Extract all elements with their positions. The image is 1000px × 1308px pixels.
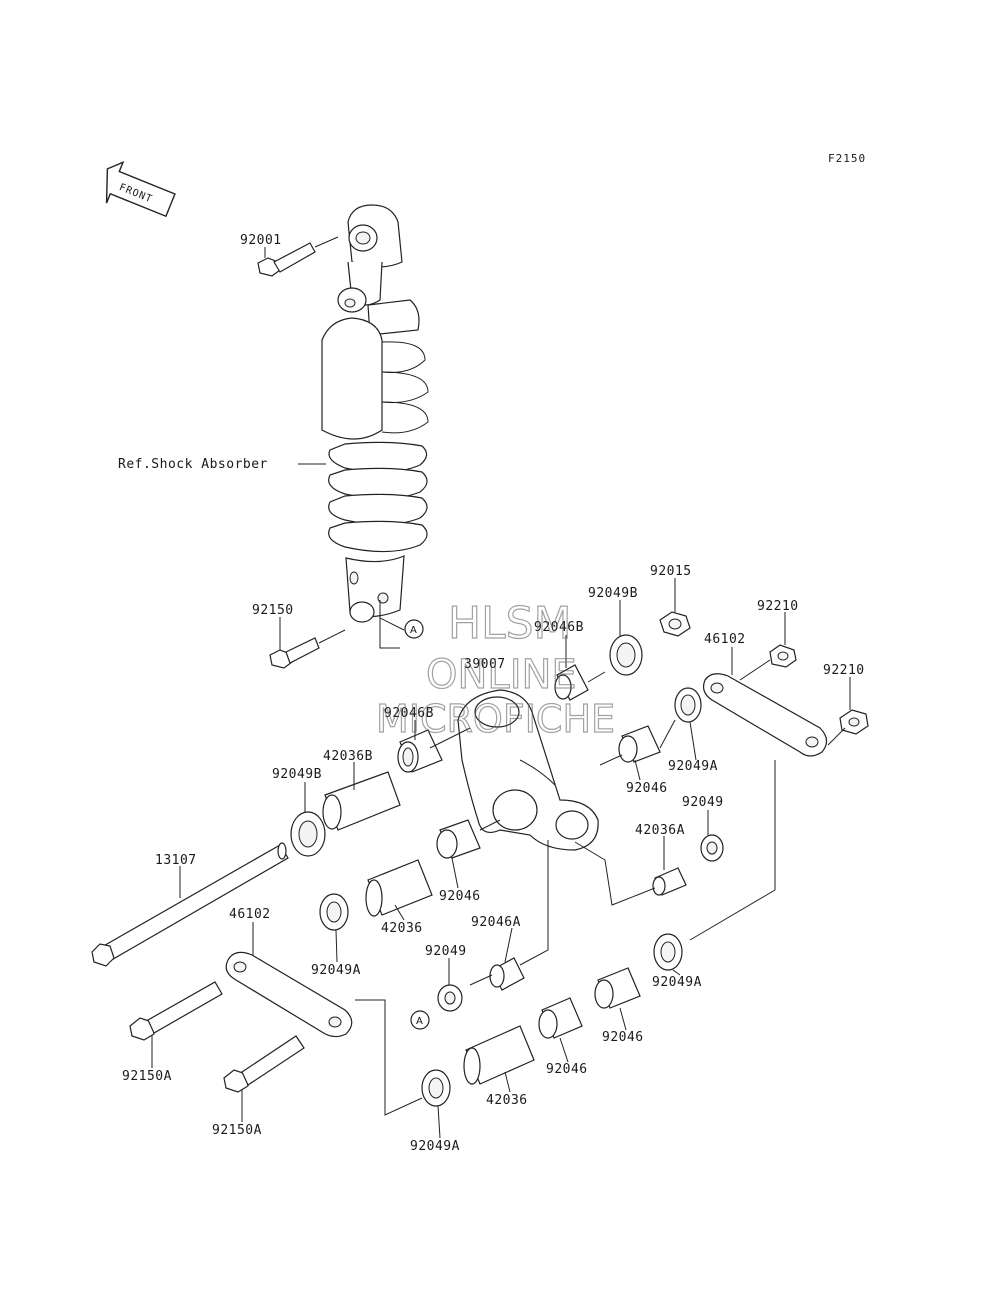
part-label-92049A-bottom: 92049A <box>410 1139 460 1154</box>
reference-label: Ref.Shock Absorber <box>118 457 268 472</box>
part-label-13107: 13107 <box>155 853 197 868</box>
watermark-line1: HLSM <box>448 598 572 649</box>
part-label-92046-low2: 92046 <box>546 1062 588 1077</box>
rocker-arm-39007 <box>457 689 599 851</box>
part-label-92210-b: 92210 <box>823 663 865 678</box>
bearing-92046-low1 <box>594 967 641 1009</box>
nut-92015 <box>659 611 691 637</box>
bolt-92150 <box>269 629 346 669</box>
part-label-39007: 39007 <box>464 657 506 672</box>
part-label-92001: 92001 <box>240 233 282 248</box>
part-label-46102-left: 46102 <box>229 907 271 922</box>
part-label-92046-mid: 92046 <box>439 889 481 904</box>
label-leaders <box>151 247 851 1139</box>
reference-marker-a-bottom: A <box>416 1016 423 1027</box>
part-label-92150A-2: 92150A <box>212 1123 262 1138</box>
part-label-92046-right: 92046 <box>626 781 668 796</box>
bearing-92046-low2 <box>538 997 583 1039</box>
watermark-line2: ONLINE <box>426 652 577 698</box>
nut-92210-b <box>839 709 869 735</box>
part-label-42036B: 42036B <box>323 749 373 764</box>
bearing-92046B-left <box>397 729 443 773</box>
bearing-92046B-top <box>554 664 589 701</box>
bolt-92150A-2 <box>223 1035 305 1093</box>
collar-92049A-left <box>319 893 349 931</box>
part-label-92049B-left: 92049B <box>272 767 322 782</box>
collar-92049B-left <box>290 811 326 857</box>
part-label-46102-right: 46102 <box>704 632 746 647</box>
collar-92049B-top <box>609 634 643 676</box>
reference-marker-a-top: A <box>410 625 417 636</box>
part-label-92049B-top: 92049B <box>588 586 638 601</box>
bearing-92046-right <box>618 725 661 763</box>
part-label-92049A-left: 92049A <box>311 963 361 978</box>
collar-92049A-right <box>674 687 702 723</box>
tie-rod-46102-left <box>225 951 353 1038</box>
tie-rod-46102-right <box>702 673 828 757</box>
part-label-42036-low: 42036 <box>486 1093 528 1108</box>
part-label-92150: 92150 <box>252 603 294 618</box>
part-label-92210-a: 92210 <box>757 599 799 614</box>
part-label-92046B-top: 92046B <box>534 620 584 635</box>
bolt-92001 <box>257 236 339 277</box>
part-label-92049A-lowright: 92049A <box>652 975 702 990</box>
watermark-line3: MICROFICHE <box>376 697 615 741</box>
part-label-92049-mid: 92049 <box>425 944 467 959</box>
bolt-92150A-1 <box>129 981 223 1041</box>
bearing-92046A <box>489 957 525 991</box>
part-label-92046A: 92046A <box>471 915 521 930</box>
collar-92049-mid <box>437 984 463 1012</box>
shock-absorber-drawing <box>321 204 429 623</box>
bearing-92046-mid <box>436 819 481 859</box>
watermark: HLSM ONLINE MICROFICHE <box>375 597 615 741</box>
part-label-92049-right: 92049 <box>682 795 724 810</box>
part-label-92046-low1: 92046 <box>602 1030 644 1045</box>
part-label-92150A-1: 92150A <box>122 1069 172 1084</box>
part-label-42036A: 42036A <box>635 823 685 838</box>
nut-92210-a <box>769 644 797 668</box>
sleeve-42036B <box>322 771 401 831</box>
sleeve-42036-mid <box>365 859 433 917</box>
part-label-92015: 92015 <box>650 564 692 579</box>
diagram-code: F2150 <box>828 152 866 165</box>
part-label-92046B-left: 92046B <box>384 706 434 721</box>
assembly-lines <box>355 659 846 1116</box>
sleeve-42036A <box>652 867 687 896</box>
sleeve-42036-low <box>463 1025 535 1085</box>
front-arrow-icon: FRONT <box>105 160 176 218</box>
collar-92049-right <box>700 834 724 862</box>
part-label-92049A-right: 92049A <box>668 759 718 774</box>
collar-92049A-bottom <box>421 1069 451 1107</box>
shaft-13107 <box>91 842 289 967</box>
collar-92049A-lowright <box>653 933 683 971</box>
part-label-42036-mid: 42036 <box>381 921 423 936</box>
